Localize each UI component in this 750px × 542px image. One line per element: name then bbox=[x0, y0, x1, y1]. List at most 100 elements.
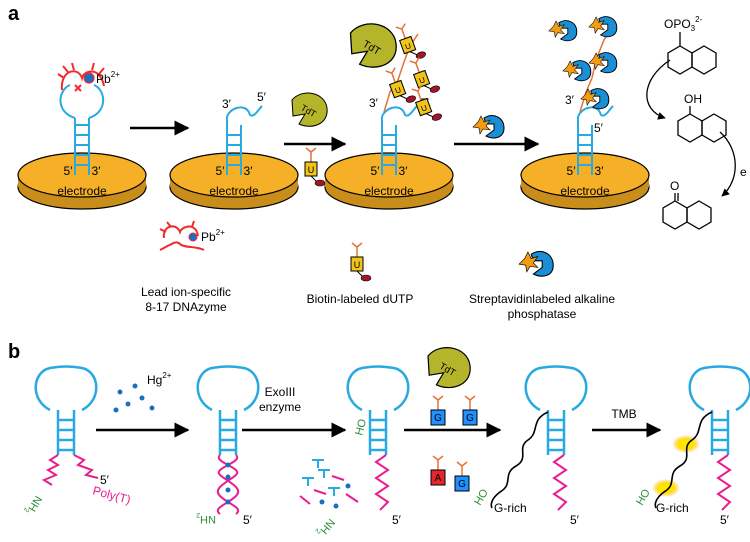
end-3-label: 3′ bbox=[244, 164, 254, 178]
g-rich-tail-b5 bbox=[654, 411, 713, 509]
hairpin-b5 bbox=[688, 365, 750, 455]
polyt-strands-b1 bbox=[41, 454, 99, 486]
legend-alp-line2: phosphatase bbox=[508, 307, 577, 321]
end-5-label-b5: 5′ bbox=[720, 513, 730, 527]
legend-dutp-icon: U bbox=[350, 242, 372, 282]
legend-pb-label: Pb2+ bbox=[201, 228, 225, 244]
end-5-label-b1: 5′ bbox=[100, 473, 110, 487]
tdt-enzyme-b: TdT bbox=[427, 347, 471, 389]
naphthol bbox=[677, 106, 727, 143]
ho-label-b5: HO bbox=[634, 487, 653, 508]
legend-pb-dot bbox=[188, 232, 198, 242]
legend-dnazyme-line1: Lead ion-specific bbox=[141, 285, 231, 299]
end-5-label-b2: 5′ bbox=[243, 513, 253, 527]
tmb-label: TMB bbox=[611, 407, 636, 421]
hairpin-3 bbox=[380, 105, 418, 175]
svg-text:A: A bbox=[435, 473, 442, 484]
electrode-1: electrode 5′ 3′ bbox=[17, 152, 147, 210]
ho-label-b3: HO bbox=[353, 417, 369, 436]
dntp-g-3: G bbox=[454, 461, 470, 492]
electrode-label-4: electrode bbox=[560, 184, 610, 198]
tmb-signal-glow-2 bbox=[652, 479, 680, 497]
electron-label: e bbox=[740, 165, 747, 179]
hairpin-b2 bbox=[196, 365, 260, 455]
naphthyl-phosphate bbox=[667, 32, 717, 75]
end-5-label: 5′ bbox=[594, 121, 604, 135]
hg-bridges-b2 bbox=[225, 462, 231, 505]
svg-text:U: U bbox=[418, 75, 427, 86]
alp-bound-units bbox=[548, 16, 618, 110]
svg-text:G: G bbox=[466, 413, 474, 424]
tdt-enzyme-a1: TdT bbox=[291, 92, 328, 127]
alp-enzyme-a1 bbox=[472, 115, 505, 139]
exo-line2: enzyme bbox=[259, 400, 301, 414]
hairpin-b4 bbox=[524, 365, 588, 455]
dnazyme-hairpin-1 bbox=[59, 84, 105, 175]
dutp-chain-units: U U U U bbox=[384, 19, 444, 126]
end-3-label: 3′ bbox=[369, 96, 379, 110]
exo-fragments bbox=[299, 459, 359, 505]
end-5-label: 5′ bbox=[257, 90, 267, 104]
end-3-label: 3′ bbox=[92, 164, 102, 178]
end-5-label: 5′ bbox=[64, 164, 74, 178]
naphthalenone bbox=[662, 193, 712, 230]
hairpin-4 bbox=[576, 105, 614, 175]
legend-dutp-label: Biotin-labeled dUTP bbox=[307, 292, 414, 306]
svg-text:G: G bbox=[434, 413, 442, 424]
polyt-label: Poly(T) bbox=[91, 483, 132, 507]
panel-a-label: a bbox=[8, 3, 20, 25]
exo-line1: ExoIII bbox=[265, 385, 296, 399]
ho-label-b4: HO bbox=[472, 487, 491, 508]
arrow-chem-1 bbox=[646, 59, 671, 120]
end-3-label: 3′ bbox=[399, 164, 409, 178]
arrow-chem-2 bbox=[719, 131, 736, 197]
nh2-label-b2: NH2 bbox=[196, 511, 216, 525]
legend-dnazyme-line2: 8-17 DNAzyme bbox=[145, 300, 227, 314]
g-rich-label-b4: G-rich bbox=[494, 501, 527, 515]
svg-text:U: U bbox=[404, 41, 413, 52]
dntp-a: A bbox=[430, 455, 446, 486]
g-rich-label-b5: G-rich bbox=[656, 501, 689, 515]
electrode-4: electrode 5′ 3′ bbox=[520, 152, 650, 210]
end-3-label: 3′ bbox=[595, 164, 605, 178]
electrode-label-1: electrode bbox=[57, 184, 107, 198]
legend-dnazyme-icon bbox=[159, 220, 205, 251]
polyt-strand-b4 bbox=[552, 454, 568, 511]
electrode-label-3: electrode bbox=[364, 184, 414, 198]
electrode-2: electrode 5′ 3′ bbox=[169, 152, 299, 210]
dutp-a1: U bbox=[304, 147, 326, 187]
polyt-strand-b5 bbox=[716, 454, 732, 511]
svg-text:U: U bbox=[394, 85, 403, 96]
nh2-label-b3: NH2 bbox=[313, 515, 337, 539]
tdt-enzyme-a2: TdT bbox=[349, 23, 397, 68]
electrode-label-2: electrode bbox=[209, 184, 259, 198]
end-5-label-b4: 5′ bbox=[570, 513, 580, 527]
pb-ion-dot-1 bbox=[83, 72, 95, 84]
u-label: U bbox=[308, 165, 315, 175]
end-5-label: 5′ bbox=[216, 164, 226, 178]
svg-text:U: U bbox=[420, 103, 429, 114]
ketone-o-label: O bbox=[670, 179, 679, 193]
cleaved-hairpin-2 bbox=[225, 105, 263, 175]
hairpin-b1 bbox=[34, 365, 98, 455]
panel-b-label: b bbox=[8, 341, 20, 363]
nh2-label-b1: NH2 bbox=[22, 493, 44, 517]
dntp-g-1: G bbox=[430, 395, 446, 426]
electrode-3: electrode 5′ 3′ bbox=[324, 152, 454, 210]
end-5-label: 5′ bbox=[371, 164, 381, 178]
legend-alp-line1: Streptavidinlabeled alkaline bbox=[469, 292, 615, 306]
g-rich-tail-b4 bbox=[490, 411, 549, 509]
opo3-label: OPO32- bbox=[664, 15, 703, 33]
end-5-label-b3: 5′ bbox=[392, 513, 402, 527]
pb-label-1: Pb2+ bbox=[96, 70, 120, 86]
end-3-label: 3′ bbox=[565, 93, 575, 107]
hairpin-b3 bbox=[346, 365, 410, 455]
legend-alp-icon bbox=[518, 251, 554, 277]
end-3-label: 3′ bbox=[222, 97, 232, 111]
oh-label: OH bbox=[684, 92, 702, 106]
dnazyme-red-strand bbox=[57, 62, 105, 92]
hg-fragment-dots bbox=[319, 483, 351, 509]
hg-label: Hg2+ bbox=[147, 371, 172, 387]
hg-ion-dots bbox=[113, 383, 155, 413]
